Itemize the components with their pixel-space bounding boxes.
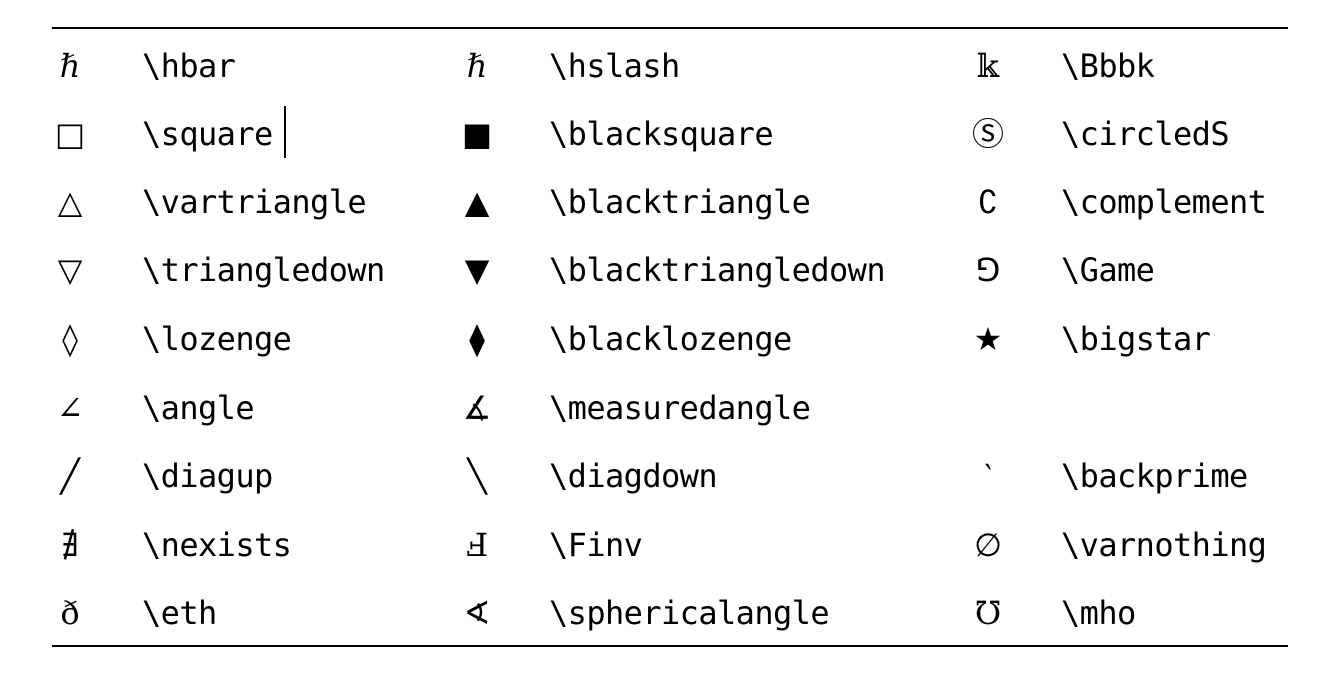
symbol-glyph: ∄ <box>61 526 79 564</box>
symbol-glyph: ℧ <box>974 594 1002 632</box>
symbol-glyph: □ <box>54 115 86 153</box>
command-name[interactable]: \lozenge <box>142 320 292 358</box>
symbol-glyph: ∢ <box>463 594 491 632</box>
command-name[interactable]: \square <box>142 115 273 153</box>
command-name[interactable]: \complement <box>1061 183 1267 221</box>
table-row: ▽ \triangledown ▼ \blacktriangledown ⅁ \… <box>0 236 1344 304</box>
command-name[interactable]: \Finv <box>549 526 643 564</box>
command-name[interactable]: \hslash <box>549 47 680 85</box>
text-cursor <box>284 106 286 158</box>
symbol-glyph: ∡ <box>462 389 492 427</box>
table-row: △ \vartriangle ▲ \blacktriangle ∁ \compl… <box>0 168 1344 236</box>
command-name[interactable]: \varnothing <box>1061 526 1267 564</box>
table-row: ∄ \nexists Ⅎ \Finv ∅ \varnothing <box>0 511 1344 579</box>
symbol-glyph: △ <box>57 183 83 221</box>
command-name[interactable]: \hbar <box>142 47 236 85</box>
command-name[interactable]: \diagup <box>142 457 273 495</box>
symbol-glyph: ⅁ <box>975 251 1001 289</box>
symbol-glyph: ▽ <box>57 251 83 289</box>
symbol-glyph: ∅ <box>974 526 1002 564</box>
symbol-glyph: ∠ <box>56 389 84 427</box>
table-row: ╱ \diagup ╲ \diagdown ‵ \backprime <box>0 442 1344 510</box>
symbol-glyph: Ⓢ <box>971 115 1004 153</box>
symbol-glyph: ■ <box>461 115 493 153</box>
symbol-glyph: ★ <box>973 320 1003 358</box>
command-name[interactable]: \backprime <box>1061 457 1248 495</box>
symbol-glyph: ℏ <box>466 47 488 85</box>
command-name[interactable]: \vartriangle <box>142 183 367 221</box>
symbol-glyph: ╱ <box>60 457 80 495</box>
table-row: ∠ \angle ∡ \measuredangle <box>0 374 1344 442</box>
command-name[interactable]: \diagdown <box>549 457 718 495</box>
symbol-glyph: ⧫ <box>469 320 485 358</box>
symbol-glyph: ▼ <box>464 251 490 289</box>
table-row: □ \square ■ \blacksquare Ⓢ \circledS <box>0 100 1344 168</box>
symbol-glyph: ‵ <box>984 457 992 495</box>
bottom-rule <box>52 645 1288 647</box>
command-name[interactable]: \Game <box>1061 251 1155 289</box>
table-row: ℏ \hbar ℏ \hslash 𝕜 \Bbbk <box>0 32 1344 100</box>
symbol-glyph <box>958 374 1018 442</box>
symbol-glyph: ▲ <box>464 183 490 221</box>
command-name[interactable]: \Bbbk <box>1061 47 1155 85</box>
top-rule <box>52 27 1288 29</box>
command-name[interactable]: \sphericalangle <box>549 594 830 632</box>
command-name[interactable]: \angle <box>142 389 255 427</box>
table-row: ð \eth ∢ \sphericalangle ℧ \mho <box>0 579 1344 647</box>
symbol-glyph: 𝕜 <box>976 47 1000 85</box>
symbol-glyph: ∁ <box>977 183 999 221</box>
command-name[interactable]: \blacksquare <box>549 115 774 153</box>
symbol-glyph: ╲ <box>467 457 487 495</box>
command-name[interactable]: \nexists <box>142 526 292 564</box>
command-name[interactable]: \triangledown <box>142 251 385 289</box>
command-name[interactable]: \mho <box>1061 594 1136 632</box>
command-name[interactable]: \circledS <box>1061 115 1230 153</box>
command-name[interactable]: \measuredangle <box>549 389 811 427</box>
symbol-glyph: ◊ <box>62 320 78 358</box>
symbol-glyph: ð <box>60 594 80 632</box>
command-name[interactable]: \blacklozenge <box>549 320 792 358</box>
symbol-glyph: Ⅎ <box>465 526 489 564</box>
command-name[interactable]: \bigstar <box>1061 320 1211 358</box>
command-name[interactable]: \blacktriangle <box>549 183 811 221</box>
command-name[interactable]: \blacktriangledown <box>549 251 886 289</box>
symbol-glyph: ℏ <box>59 47 81 85</box>
command-name[interactable]: \eth <box>142 594 217 632</box>
table-row: ◊ \lozenge ⧫ \blacklozenge ★ \bigstar <box>0 305 1344 373</box>
